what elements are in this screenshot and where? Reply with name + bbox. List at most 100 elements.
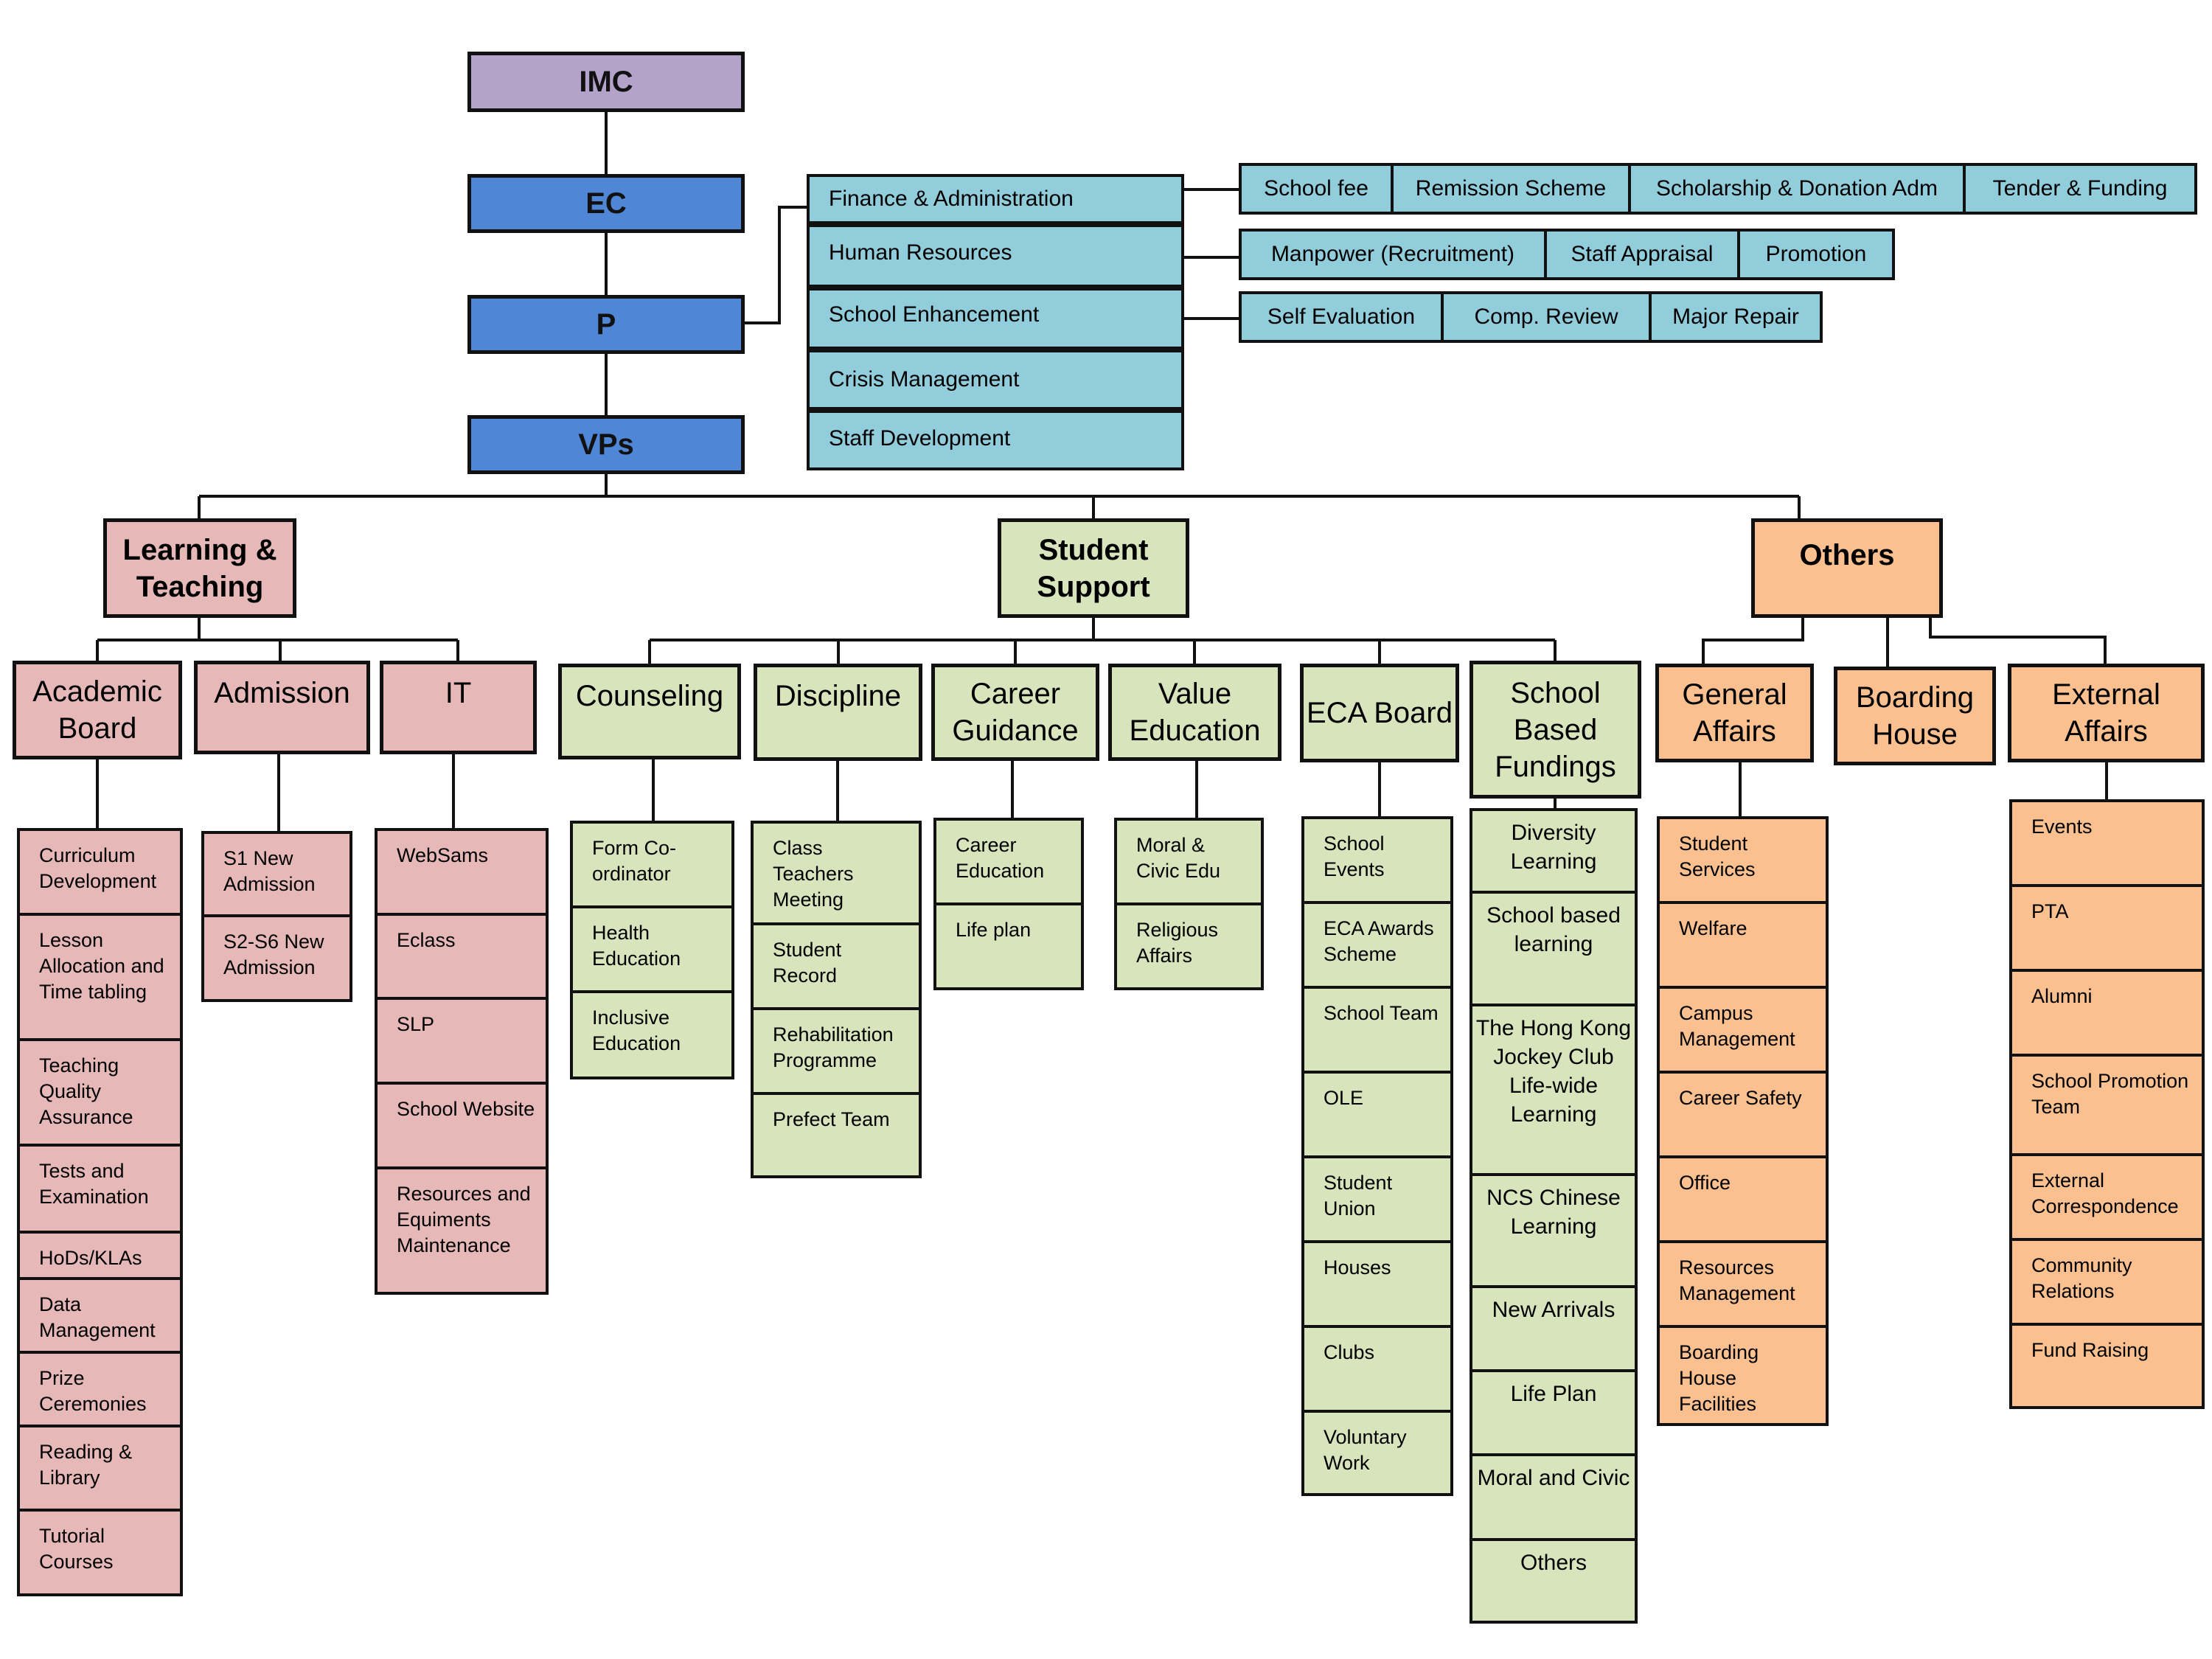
list-item: Career Education: [933, 818, 1084, 905]
list-item: Fund Raising: [2009, 1323, 2205, 1409]
list-item-label: Career Education: [956, 834, 1045, 883]
sub-major-repair: Major Repair: [1649, 291, 1823, 343]
list-item-label: Alumni: [2031, 985, 2093, 1007]
list-item: Others: [1470, 1538, 1638, 1624]
list-item: PTA: [2009, 884, 2205, 972]
imc-box: IMC: [467, 52, 745, 112]
list-item: School Promotion Team: [2009, 1054, 2205, 1156]
sub-label: Self Evaluation: [1267, 305, 1416, 329]
function-label: School Enhancement: [829, 302, 1040, 327]
function-school-enhancement: School Enhancement: [807, 288, 1184, 349]
list-item: New Arrivals: [1470, 1285, 1638, 1372]
dept-eca-board: ECA Board: [1300, 664, 1459, 762]
category-label: Learning & Teaching: [122, 533, 277, 603]
dept-it: IT: [380, 661, 537, 754]
list-item: HoDs/KLAs: [17, 1231, 183, 1280]
list-item-label: Campus Management: [1679, 1002, 1795, 1051]
list-item: School Events: [1301, 816, 1453, 904]
dept-boarding-house: Boarding House: [1834, 667, 1996, 765]
list-item-label: Community Relations: [2031, 1254, 2132, 1303]
list-item: Resources Management: [1657, 1240, 1829, 1328]
p-box: P: [467, 295, 745, 354]
list-item-label: S1 New Admission: [223, 847, 316, 896]
sub-label: Major Repair: [1672, 305, 1799, 329]
list-item-label: Prize Ceremonies: [39, 1367, 147, 1416]
category-learning-teaching: Learning & Teaching: [103, 518, 296, 618]
list-item-label: Student Record: [773, 939, 842, 987]
function-crisis-management: Crisis Management: [807, 349, 1184, 410]
function-label: Staff Development: [829, 426, 1011, 451]
list-item: NCS Chinese Learning: [1470, 1173, 1638, 1288]
list-item-label: WebSams: [397, 844, 489, 866]
list-item: Class Teachers Meeting: [751, 821, 922, 925]
list-item: Life Plan: [1470, 1369, 1638, 1456]
sub-label: Comp. Review: [1474, 305, 1618, 329]
list-item: Tutorial Courses: [17, 1509, 183, 1596]
list-item: Religious Affairs: [1114, 902, 1264, 990]
list-item: Community Relations: [2009, 1238, 2205, 1326]
list-item-label: Fund Raising: [2031, 1339, 2149, 1361]
list-item-label: Eclass: [397, 929, 456, 951]
list-item-label: Resources Management: [1679, 1256, 1795, 1305]
list-item-label: Lesson Allocation and Time tabling: [39, 929, 164, 1004]
list-item: Houses: [1301, 1240, 1453, 1328]
ec-box: EC: [467, 174, 745, 233]
list-item-label: School Website: [397, 1098, 535, 1120]
list-item: Health Education: [570, 905, 734, 993]
list-item: School based learning: [1470, 891, 1638, 1006]
list-item-label: Religious Affairs: [1136, 919, 1219, 967]
list-item: Data Management: [17, 1277, 183, 1354]
list-item: Life plan: [933, 902, 1084, 990]
ec-label: EC: [585, 187, 627, 220]
function-finance: Finance & Administration: [807, 174, 1184, 224]
sub-comp-review: Comp. Review: [1441, 291, 1652, 343]
function-human-resources: Human Resources: [807, 224, 1184, 288]
list-item: Rehabilitation Programme: [751, 1007, 922, 1095]
dept-label: IT: [445, 677, 472, 709]
list-item-label: Career Safety: [1679, 1087, 1802, 1109]
list-item-label: Clubs: [1324, 1341, 1375, 1363]
list-item: Diversity Learning: [1470, 808, 1638, 894]
list-item-label: OLE: [1324, 1087, 1364, 1109]
list-item-label: The Hong Kong Jockey Club Life-wide Lear…: [1475, 1016, 1632, 1127]
list-item: Office: [1657, 1155, 1829, 1243]
list-item: ECA Awards Scheme: [1301, 901, 1453, 989]
list-item: Student Record: [751, 922, 922, 1010]
sub-promotion: Promotion: [1737, 229, 1895, 280]
list-item-label: Life Plan: [1510, 1382, 1597, 1406]
list-item: SLP: [375, 997, 549, 1085]
list-item-label: Office: [1679, 1172, 1731, 1194]
sub-label: Manpower (Recruitment): [1270, 242, 1515, 266]
sub-school-fee: School fee: [1239, 163, 1394, 215]
list-item: OLE: [1301, 1071, 1453, 1158]
list-item-label: Teaching Quality Assurance: [39, 1054, 133, 1129]
list-item: Voluntary Work: [1301, 1410, 1453, 1496]
dept-career-guidance: Career Guidance: [931, 664, 1099, 761]
list-item-label: New Arrivals: [1492, 1298, 1615, 1322]
list-item-label: Data Management: [39, 1293, 156, 1342]
sub-tender-funding: Tender & Funding: [1963, 163, 2197, 215]
list-item: S1 New Admission: [201, 831, 352, 917]
dept-label: Boarding House: [1855, 681, 1975, 751]
list-item: Form Co-ordinator: [570, 821, 734, 908]
list-item-label: S2-S6 New Admission: [223, 931, 324, 979]
dept-admission: Admission: [194, 661, 370, 754]
list-item-label: Houses: [1324, 1256, 1391, 1279]
dept-counseling: Counseling: [558, 664, 741, 759]
list-item-label: Prefect Team: [773, 1108, 890, 1130]
dept-school-based-fundings: School Based Fundings: [1470, 661, 1641, 799]
sub-self-evaluation: Self Evaluation: [1239, 291, 1444, 343]
list-item-label: SLP: [397, 1013, 435, 1035]
function-staff-development: Staff Development: [807, 410, 1184, 470]
list-item: Clubs: [1301, 1325, 1453, 1413]
list-item: Teaching Quality Assurance: [17, 1038, 183, 1147]
function-label: Finance & Administration: [829, 187, 1074, 211]
sub-label: School fee: [1264, 176, 1368, 201]
dept-label: Counseling: [575, 680, 724, 712]
list-item: School Website: [375, 1082, 549, 1169]
sub-label: Scholarship & Donation Adm: [1656, 176, 1938, 201]
category-label: Others: [1799, 539, 1895, 571]
list-item: S2-S6 New Admission: [201, 914, 352, 1002]
list-item-label: School Promotion Team: [2031, 1070, 2189, 1119]
list-item-label: Tutorial Courses: [39, 1525, 114, 1573]
